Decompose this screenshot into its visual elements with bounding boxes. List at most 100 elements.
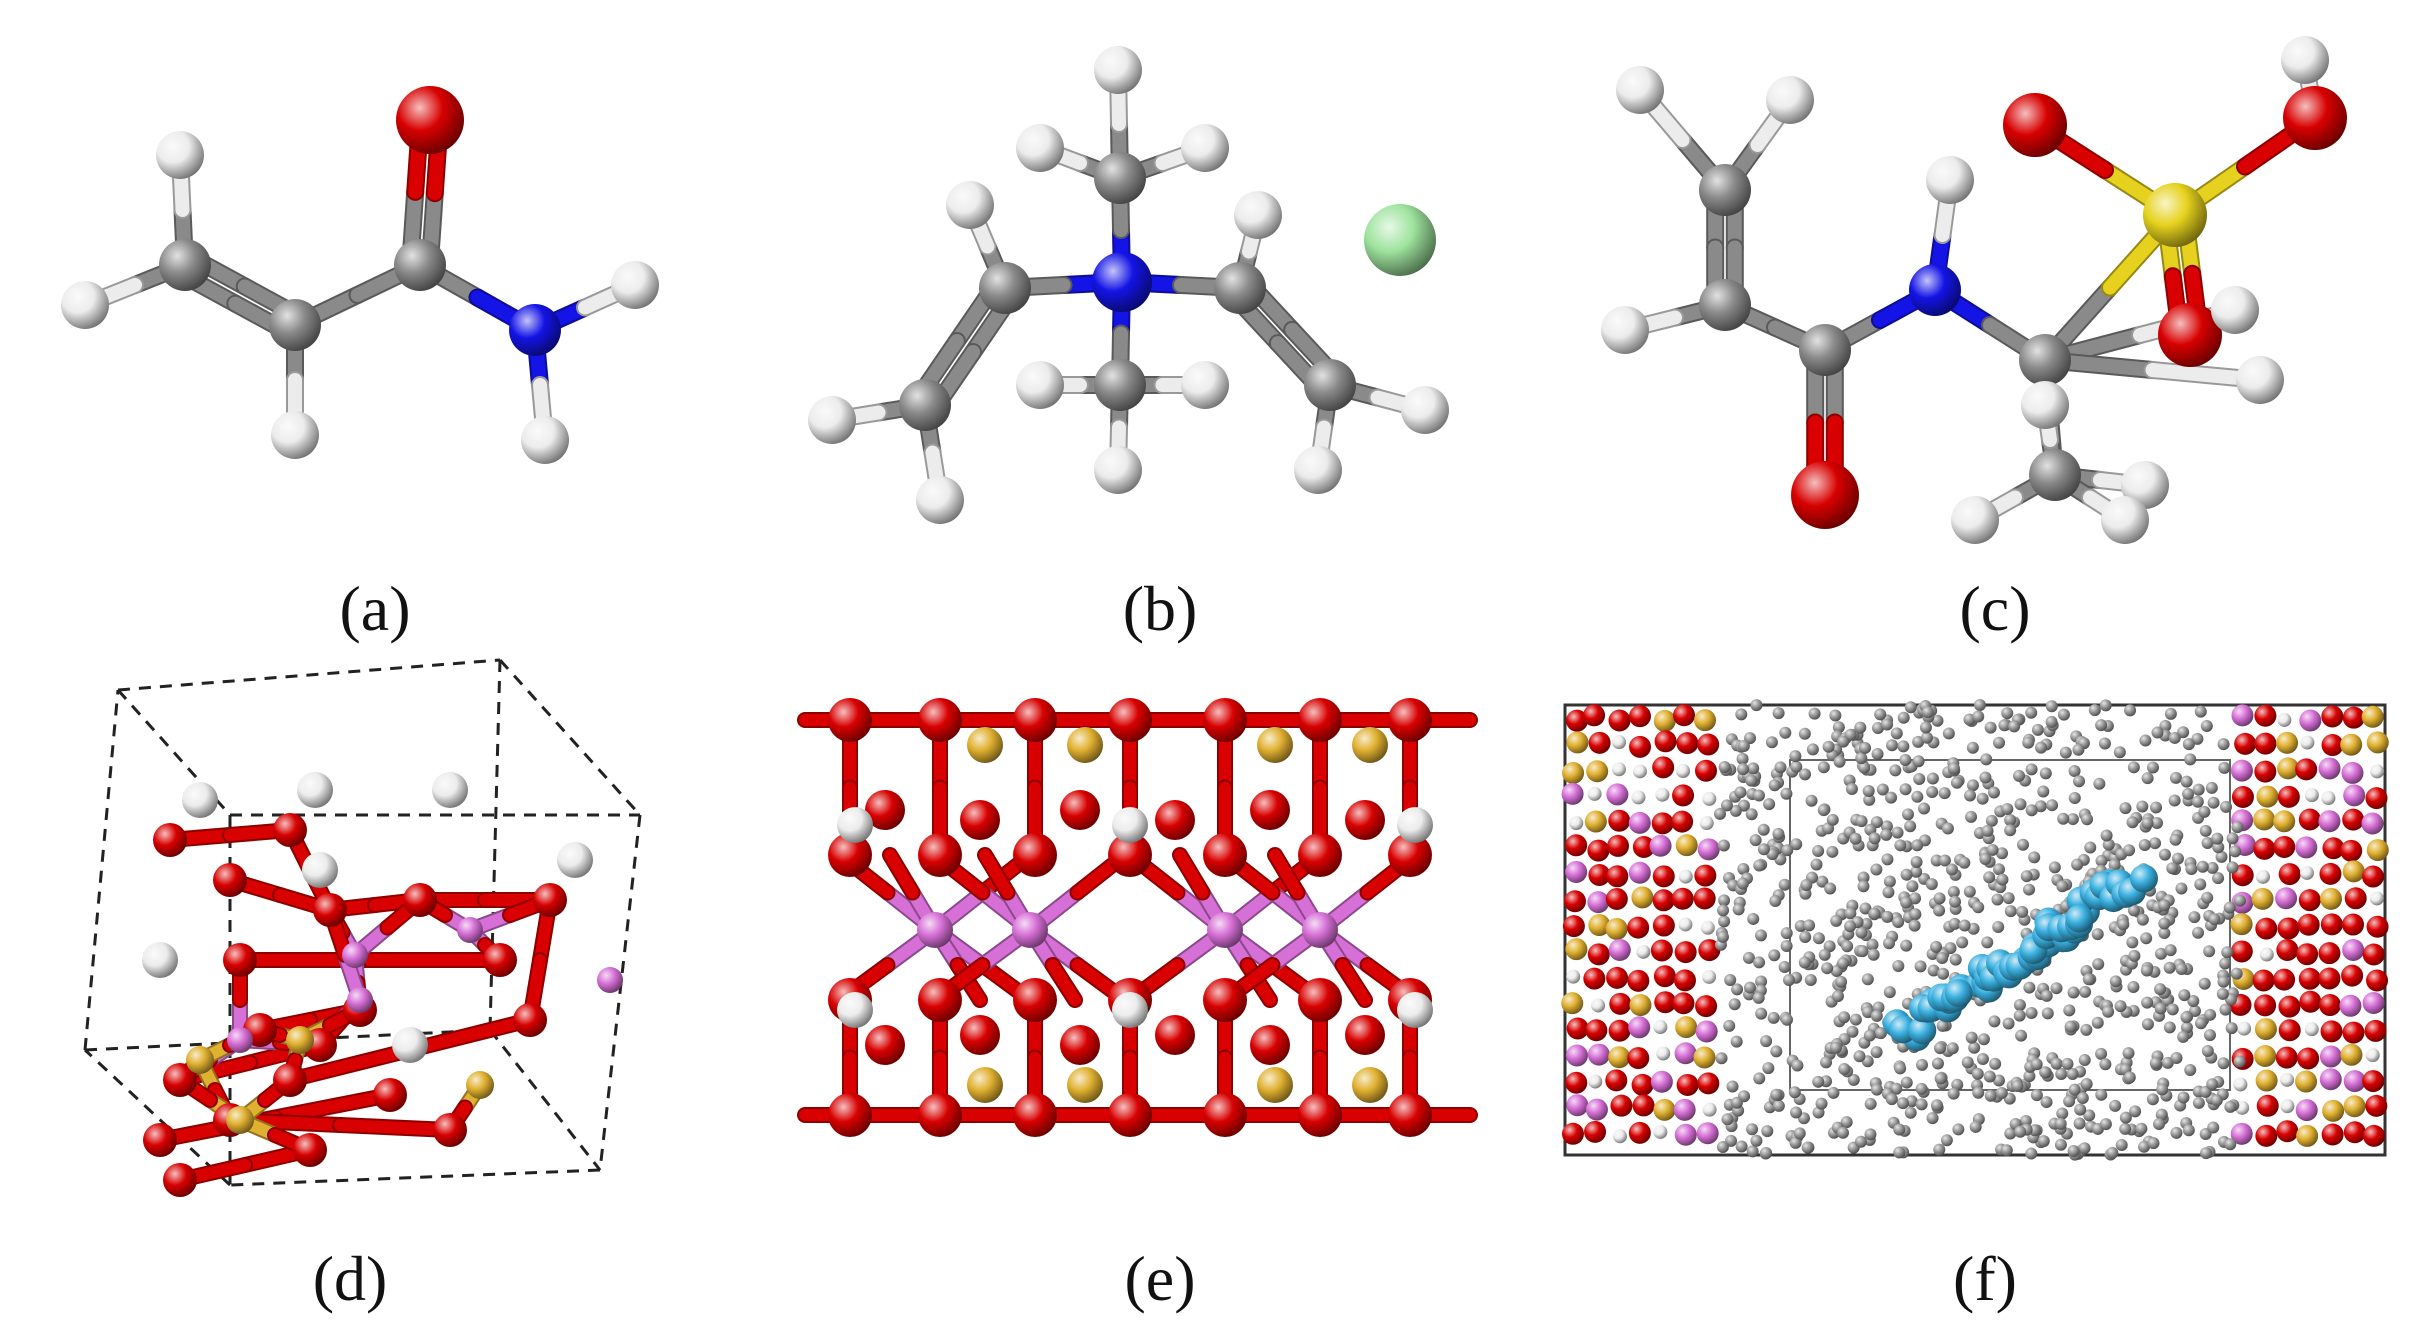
water-atom bbox=[2081, 813, 2094, 826]
oxygen-atom bbox=[2278, 863, 2301, 886]
oxygen-atom bbox=[2254, 994, 2277, 1017]
water-atom bbox=[1752, 991, 1765, 1004]
aluminum-atom bbox=[2319, 1068, 2342, 1091]
water-atom bbox=[2073, 1117, 2086, 1130]
water-atom bbox=[2226, 861, 2239, 874]
hydrogen-atom bbox=[1094, 46, 1142, 94]
water-atom bbox=[2140, 932, 2153, 945]
water-atom bbox=[1778, 961, 1791, 974]
aluminum-atom bbox=[1697, 838, 1720, 861]
oxygen-atom bbox=[1632, 1094, 1655, 1117]
water-atom bbox=[2127, 904, 2140, 917]
water-atom bbox=[1750, 1134, 1763, 1147]
water-atom bbox=[2001, 707, 2014, 720]
hydrogen-atom bbox=[2233, 1077, 2248, 1092]
oxygen-atom bbox=[2297, 1047, 2320, 1070]
carbon-atom bbox=[2029, 449, 2081, 501]
hydrogen-atom bbox=[271, 411, 319, 459]
water-atom bbox=[1717, 904, 1730, 917]
water-atom bbox=[1912, 755, 1925, 768]
water-atom bbox=[1732, 903, 1745, 916]
hydrogen-atom bbox=[1401, 386, 1449, 434]
water-atom bbox=[2063, 1095, 2076, 1108]
water-atom bbox=[1958, 856, 1971, 869]
oxygen-atom bbox=[1298, 833, 1342, 877]
panel-c-label: (c) bbox=[1959, 573, 2030, 644]
water-atom bbox=[2158, 927, 2171, 940]
panel-d-label: (d) bbox=[313, 1243, 388, 1314]
water-atom bbox=[1942, 727, 1955, 740]
water-atom bbox=[2122, 1047, 2135, 1060]
water-atom bbox=[1933, 904, 1946, 917]
oxygen-atom bbox=[1562, 915, 1585, 938]
water-atom bbox=[1768, 949, 1781, 962]
water-atom bbox=[2099, 1058, 2112, 1071]
water-atom bbox=[1941, 822, 1954, 835]
oxygen-atom bbox=[2365, 787, 2388, 810]
water-atom bbox=[2216, 987, 2229, 1000]
water-atom bbox=[1900, 896, 1913, 909]
oxygen-atom bbox=[1652, 865, 1675, 888]
silicon-atom bbox=[2254, 1044, 2277, 1067]
oxygen-atom bbox=[1566, 1017, 1589, 1040]
water-atom bbox=[2039, 767, 2052, 780]
water-atom bbox=[2140, 964, 2153, 977]
water-atom bbox=[2056, 880, 2069, 893]
water-atom bbox=[1926, 786, 1939, 799]
oxygen-atom bbox=[1565, 834, 1588, 857]
oxygen-atom bbox=[1695, 759, 1718, 782]
water-atom bbox=[1956, 936, 1969, 949]
hydrogen-atom bbox=[1653, 1020, 1668, 1035]
water-atom bbox=[2040, 989, 2053, 1002]
oxygen-atom bbox=[2319, 862, 2342, 885]
oxygen-atom bbox=[1298, 1093, 1342, 1137]
water-atom bbox=[2023, 981, 2036, 994]
hydrogen-atom bbox=[2321, 791, 2336, 806]
water-atom bbox=[2067, 1144, 2080, 1157]
oxygen-atom bbox=[2273, 968, 2296, 991]
water-atom bbox=[2078, 1142, 2091, 1155]
water-atom bbox=[1778, 878, 1791, 891]
water-atom bbox=[2180, 1021, 2193, 1034]
aluminum-atom bbox=[1628, 1016, 1651, 1039]
aluminum-atom bbox=[2230, 759, 2253, 782]
aluminum-atom bbox=[1561, 782, 1584, 805]
water-atom bbox=[2147, 761, 2160, 774]
water-atom bbox=[1857, 880, 1870, 893]
oxygen-atom bbox=[1652, 889, 1675, 912]
water-atom bbox=[2220, 800, 2233, 813]
bond bbox=[979, 849, 1014, 899]
oxygen-atom bbox=[2366, 969, 2389, 992]
water-atom bbox=[1908, 919, 1921, 932]
oxygen-atom bbox=[2321, 1123, 2344, 1146]
water-atom bbox=[2151, 726, 2164, 739]
oxygen-atom bbox=[2158, 303, 2222, 367]
oxygen-atom bbox=[2003, 93, 2067, 157]
water-atom bbox=[2164, 944, 2177, 957]
hydrogen-atom bbox=[2237, 1021, 2252, 1036]
water-atom bbox=[1805, 794, 1818, 807]
water-atom bbox=[2153, 1117, 2166, 1130]
hydrogen-atom bbox=[1631, 790, 1646, 805]
water-atom bbox=[1930, 1099, 1943, 1112]
water-atom bbox=[2059, 746, 2072, 759]
water-atom bbox=[2102, 1005, 2115, 1018]
aluminum-atom bbox=[457, 917, 483, 943]
water-atom bbox=[2109, 975, 2122, 988]
water-atom bbox=[2206, 861, 2219, 874]
water-atom bbox=[1780, 940, 1793, 953]
water-atom bbox=[1971, 1067, 1984, 1080]
oxygen-atom bbox=[533, 883, 567, 917]
water-atom bbox=[1857, 871, 1870, 884]
water-atom bbox=[1840, 1116, 1853, 1129]
silicon-atom bbox=[1566, 731, 1589, 754]
water-atom bbox=[1730, 1096, 1743, 1109]
water-atom bbox=[1762, 1062, 1775, 1075]
oxygen-atom bbox=[1654, 730, 1677, 753]
silicon-atom bbox=[2273, 810, 2296, 833]
nitrogen-atom bbox=[1909, 264, 1961, 316]
water-atom bbox=[2208, 913, 2221, 926]
oxygen-atom bbox=[1607, 834, 1630, 857]
oxygen-atom bbox=[1632, 835, 1655, 858]
water-atom bbox=[1835, 975, 1848, 988]
